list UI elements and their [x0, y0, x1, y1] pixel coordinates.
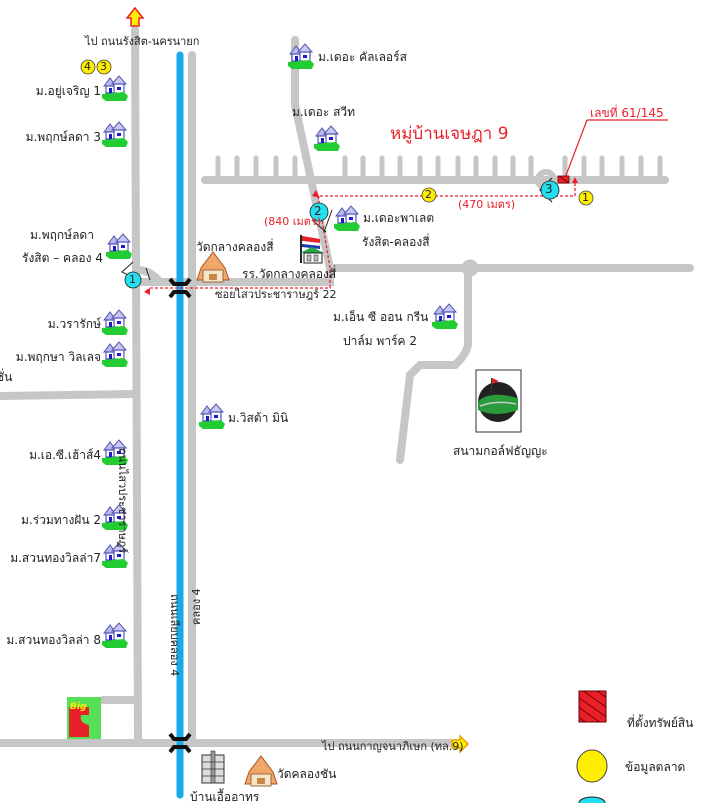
east-direction-label: ไป ถนนกาญจนาภิเษก (ทล.9) — [322, 740, 464, 753]
photo-marker-3-number: 3 — [545, 182, 553, 196]
distance-label-840: (840 เมตร) — [264, 215, 322, 228]
road-label-left-vertical: ถนนไสวประชาราษฎร์ — [116, 448, 129, 554]
village-label: ม.พฤกษ์ลดา 3 — [25, 130, 101, 144]
market-marker-3-number: 3 — [100, 60, 107, 73]
village-house-icon — [101, 75, 129, 102]
north-direction-label: ไป ถนนรังสิต-นครนายก — [85, 35, 200, 48]
village-house-icon — [313, 125, 341, 152]
photo-marker-3[interactable] — [539, 177, 560, 203]
village-label: ม.ร่วมทางฝัน 2 — [20, 513, 101, 527]
road-ticks — [215, 155, 663, 183]
school-icon — [300, 235, 324, 264]
photo-marker-1[interactable] — [121, 261, 151, 289]
legend-photo-symbol — [578, 796, 606, 803]
partial-village-label: ชั่น — [0, 370, 13, 384]
market-marker-2[interactable] — [421, 187, 437, 203]
market-marker-4-number: 4 — [84, 60, 91, 73]
road-network — [0, 26, 694, 747]
photo-marker-2-number: 2 — [314, 204, 322, 218]
market-marker-1[interactable] — [578, 190, 594, 206]
apartment-building-icon — [201, 750, 225, 784]
road-diagonal — [291, 36, 334, 272]
village-label: ม.เดอะ คัลเลอร์ส — [318, 50, 407, 64]
market-marker-2-number: 2 — [425, 188, 432, 201]
road-west-1 — [0, 390, 139, 400]
canal-label: คลอง 4 — [190, 588, 203, 625]
village-label: ม.เดอะพาเลต — [363, 211, 435, 225]
property-marker[interactable] — [557, 175, 570, 184]
temple-label: วัดกลางคลองสี่ — [196, 240, 274, 254]
village-label: ม.พฤกษา วิลเลจ — [15, 350, 101, 364]
building-label: บ้านเอื้ออาทร — [190, 790, 260, 804]
arrow-north-icon — [125, 6, 145, 27]
village-house-icon — [101, 622, 129, 649]
legend-market-label: ข้อมูลตลาด — [625, 760, 686, 774]
village-label: ม.วรารักษ์ — [47, 317, 101, 331]
svg-text:Big: Big — [70, 702, 87, 712]
property-leader-line — [564, 119, 588, 179]
legend-market-symbol — [576, 749, 608, 783]
soi-label: ซอยไสวประชาราษฎร์ 22 — [215, 288, 337, 301]
arrow-east-icon — [451, 734, 470, 754]
village-label: รังสิต-คลองสี่ — [362, 235, 430, 249]
golf-course-icon — [475, 369, 522, 433]
village-house-icon — [101, 309, 129, 336]
village-label: รังสิต – คลอง 4 — [22, 251, 103, 265]
road-label-canal-side: ถนนเลียบคลอง 4 — [168, 594, 181, 677]
village-label: ม.สวนทองวิลล่า7 — [10, 551, 101, 565]
village-label: ม.เอ็น ซี ออน กรีน — [333, 310, 429, 324]
big-c-store-icon: Big — [67, 697, 101, 739]
village-house-icon — [198, 403, 226, 430]
village-title: หมู่บ้านเจษฎา 9 — [390, 124, 509, 144]
village-label: ม.สวนทองวิลล่า 8 — [6, 633, 101, 647]
market-marker-4[interactable] — [80, 59, 96, 75]
road-branch-left — [134, 266, 164, 286]
legend-property-symbol — [578, 690, 607, 723]
temple-label: วัดคลองชัน — [277, 767, 337, 781]
property-number-label: เลขที่ 61/145 — [590, 106, 664, 120]
village-house-icon — [431, 303, 459, 330]
village-house-icon — [105, 233, 133, 260]
temple-icon — [244, 755, 278, 787]
village-house-icon — [101, 341, 129, 368]
legend-property-label: ที่ตั้งทรัพย์สิน — [627, 716, 694, 730]
road-golf — [396, 266, 472, 464]
village-house-icon — [101, 121, 129, 148]
village-house-icon — [333, 205, 361, 232]
photo-marker-2[interactable] — [309, 202, 333, 233]
village-label: ม.เอ.ซี.เฮ้าส์4 — [29, 448, 101, 462]
distance-label-470: (470 เมตร) — [458, 198, 516, 211]
village-label: ปาล์ม พาร์ค 2 — [343, 334, 418, 348]
village-label: ม.วิสต้า มินิ — [228, 411, 289, 425]
photo-marker-1-number: 1 — [129, 273, 136, 286]
village-label: ม.เดอะ สวีท — [292, 105, 356, 119]
market-marker-3[interactable] — [96, 59, 112, 75]
school-label: รร.วัดกลางคลองสี่ — [242, 267, 337, 281]
road-left-vertical — [131, 26, 142, 744]
village-label: ม.พฤกษ์ลดา — [30, 228, 94, 242]
market-marker-1-number: 1 — [582, 191, 589, 204]
village-label: ม.อยู่เจริญ 1 — [35, 84, 101, 98]
route-arrowheads — [144, 177, 578, 295]
golf-course-label: สนามกอล์ฟธัญญะ — [453, 444, 548, 458]
road-soi-22 — [136, 264, 694, 286]
